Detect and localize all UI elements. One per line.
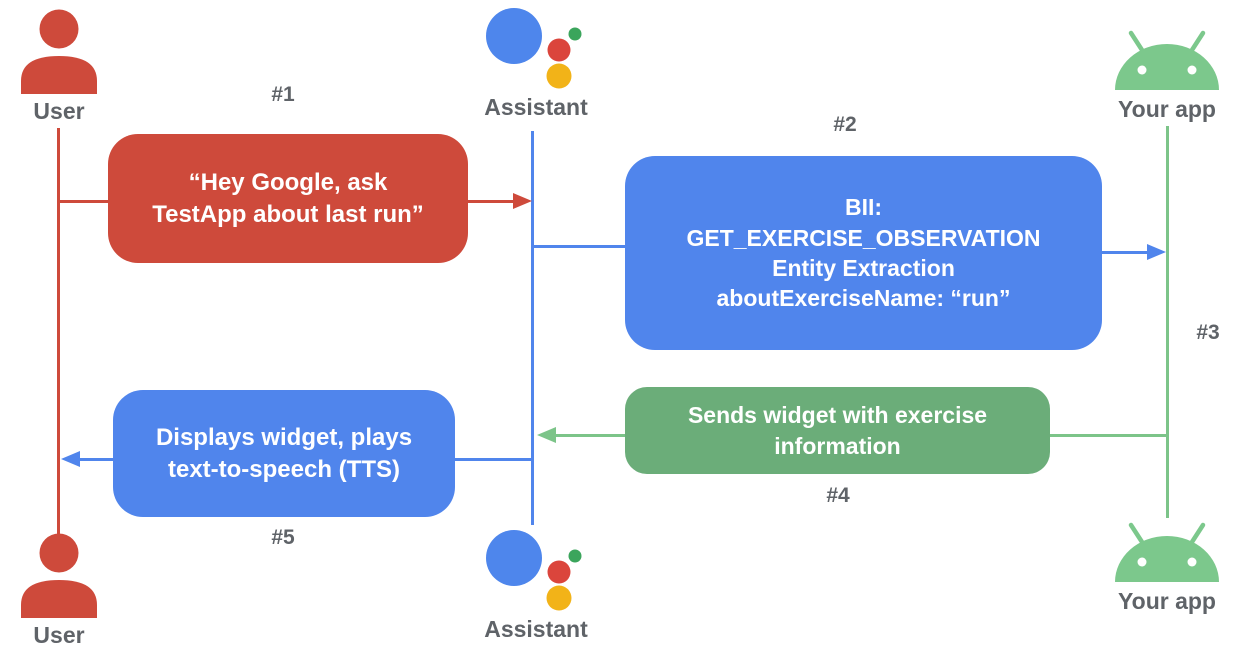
step-label-3: #3 bbox=[1196, 321, 1220, 344]
message-4-arrowhead-icon bbox=[537, 427, 556, 443]
assistant-icon bbox=[486, 8, 582, 89]
message-box-4: Sends widget with exercise information bbox=[625, 387, 1050, 474]
actor-label-assistant-top: Assistant bbox=[484, 94, 588, 120]
message-1-arrowhead-icon bbox=[513, 193, 532, 209]
message-5-arrowhead-icon bbox=[61, 451, 80, 467]
message-box-1: “Hey Google, ask TestApp about last run” bbox=[108, 134, 468, 263]
actor-label-assistant-bottom: Assistant bbox=[484, 616, 588, 642]
step-label-5: #5 bbox=[271, 526, 295, 549]
actor-user-top: User bbox=[0, 8, 139, 123]
android-icon bbox=[1115, 522, 1219, 582]
actor-assistant-bottom: Assistant bbox=[456, 528, 616, 641]
android-icon bbox=[1115, 30, 1219, 90]
actor-assistant-top: Assistant bbox=[456, 6, 616, 119]
actor-yourapp-bottom: Your app bbox=[1087, 520, 1244, 613]
message-box-5: Displays widget, plays text-to-speech (T… bbox=[113, 390, 455, 517]
assistant-lifeline bbox=[531, 131, 534, 525]
user-lifeline bbox=[57, 128, 60, 535]
message-box-2: BII: GET_EXERCISE_OBSERVATION Entity Ext… bbox=[625, 156, 1102, 350]
step-label-4: #4 bbox=[826, 484, 850, 507]
user-icon bbox=[21, 533, 97, 618]
actor-yourapp-top: Your app bbox=[1087, 28, 1244, 121]
actor-label-user-top: User bbox=[33, 98, 85, 124]
message-2-line-right bbox=[1102, 251, 1148, 254]
step-label-1: #1 bbox=[271, 83, 295, 106]
yourapp-lifeline bbox=[1166, 126, 1169, 518]
message-2-arrowhead-icon bbox=[1147, 244, 1166, 260]
actor-label-user-bottom: User bbox=[33, 622, 85, 648]
message-2-line-left bbox=[533, 245, 627, 248]
actor-user-bottom: User bbox=[0, 532, 139, 647]
actor-label-yourapp-bottom: Your app bbox=[1118, 588, 1216, 614]
actor-label-yourapp-top: Your app bbox=[1118, 96, 1216, 122]
user-icon bbox=[21, 9, 97, 94]
step-label-2: #2 bbox=[833, 113, 857, 136]
assistant-icon bbox=[486, 530, 582, 611]
